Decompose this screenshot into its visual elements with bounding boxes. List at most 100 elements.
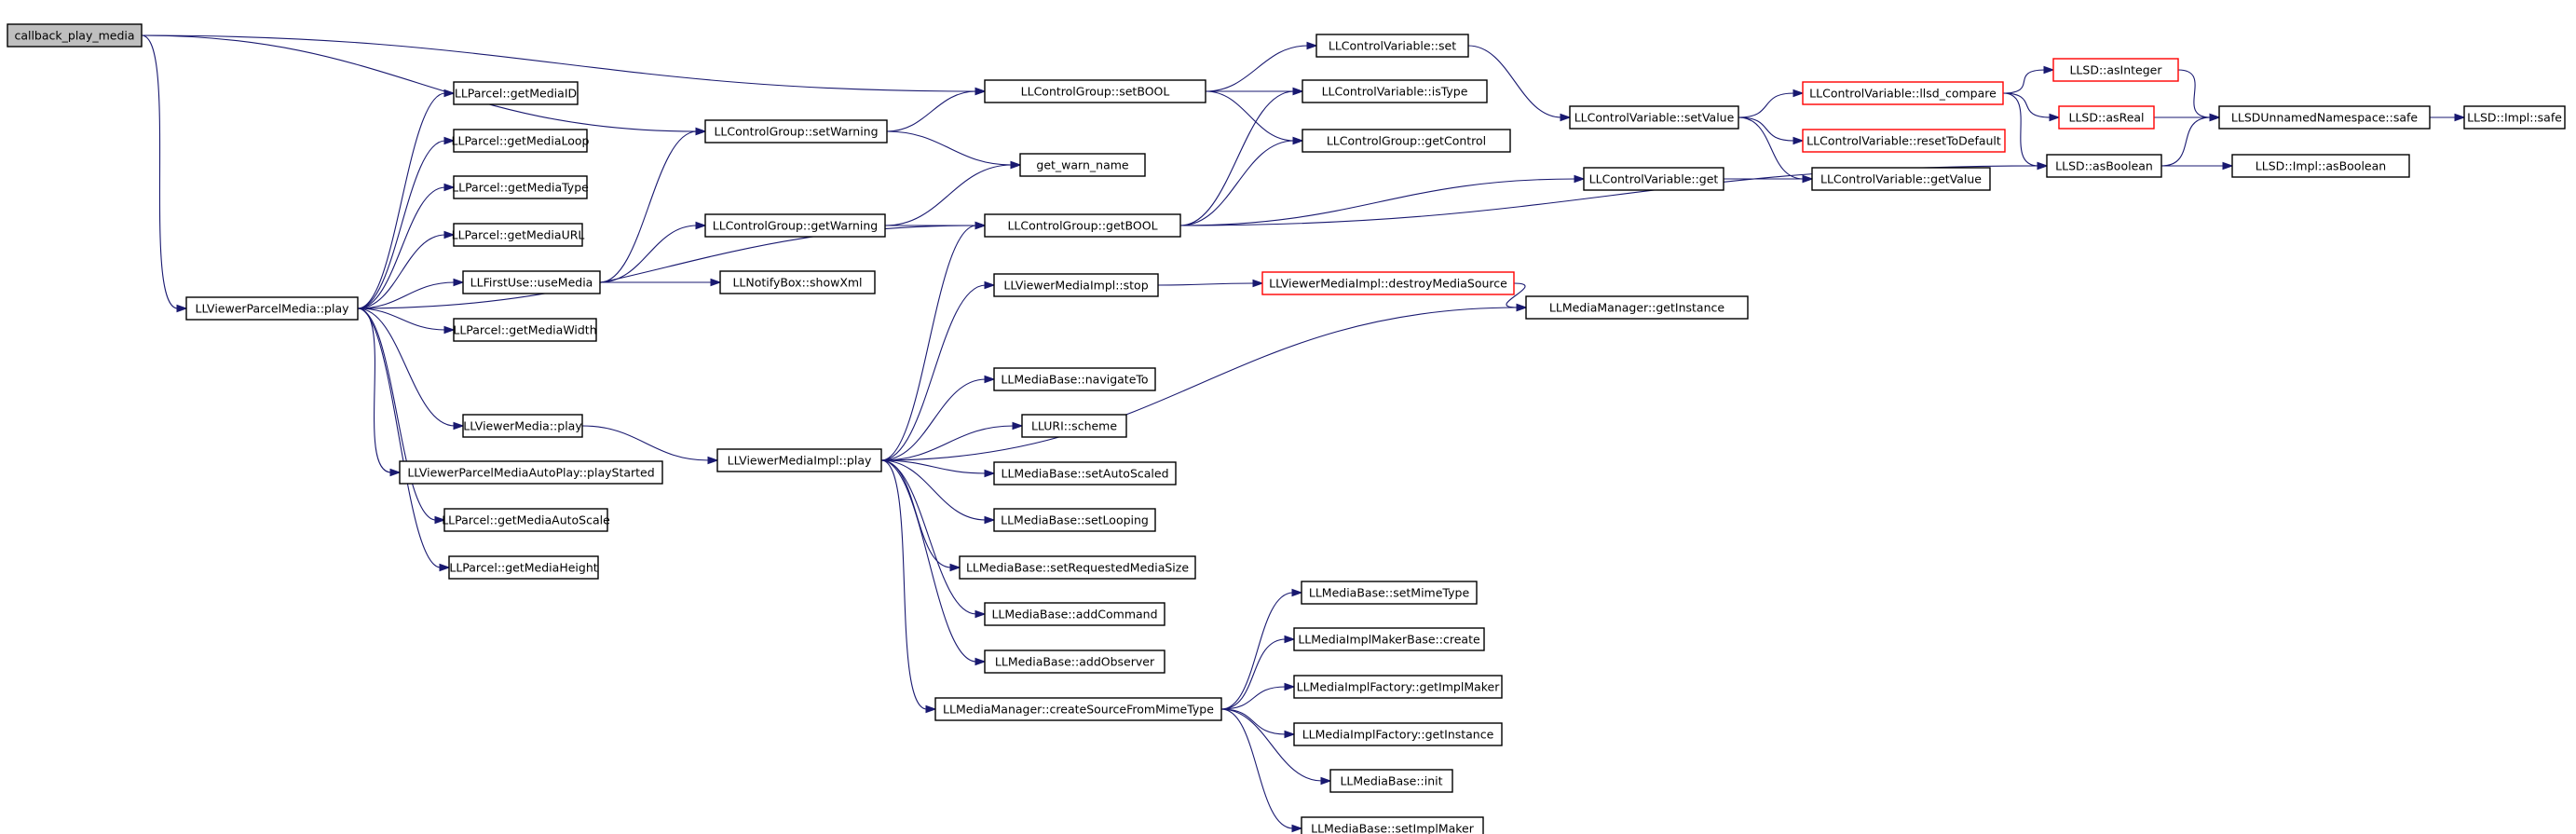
node-llviewermediaimpl-play[interactable]: LLViewerMediaImpl::play — [716, 448, 882, 472]
node-llcontrolvariable-setvalue[interactable]: LLControlVariable::setValue — [1569, 105, 1739, 130]
node-box[interactable] — [2218, 105, 2431, 130]
node-box[interactable] — [993, 461, 1177, 485]
node-box[interactable] — [984, 213, 1181, 238]
node-llmediaimplfactory-getinstance[interactable]: LLMediaImplFactory::getInstance — [1293, 722, 1503, 746]
node-box[interactable] — [453, 81, 579, 105]
node-box[interactable] — [2058, 105, 2155, 130]
node-llsd-impl-safe[interactable]: LLSD::Impl::safe — [2463, 105, 2566, 130]
node-box[interactable] — [185, 296, 359, 321]
node-box[interactable] — [704, 213, 886, 238]
node-llparcel-getmediaheight[interactable]: LLParcel::getMediaHeight — [448, 555, 599, 580]
node-box[interactable] — [2052, 58, 2179, 82]
node-box[interactable] — [1329, 769, 1453, 793]
node-box[interactable] — [993, 508, 1156, 532]
node-lluri-scheme[interactable]: LLURI::scheme — [1021, 414, 1127, 438]
node-box[interactable] — [1293, 675, 1503, 699]
node-llcontrolgroup-setwarning[interactable]: LLControlGroup::setWarning — [704, 119, 888, 144]
node-llcontrolvariable-istype[interactable]: LLControlVariable::isType — [1302, 79, 1488, 103]
node-box[interactable] — [984, 602, 1165, 626]
node-box[interactable] — [1583, 167, 1724, 191]
node-box[interactable] — [1802, 129, 2006, 153]
node-llviewermedia-play[interactable]: LLViewerMedia::play — [462, 414, 583, 438]
node-llmediaimplfactory-getimplmaker[interactable]: LLMediaImplFactory::getImplMaker — [1293, 675, 1503, 699]
node-llsdunnamednamespace-safe[interactable]: LLSDUnnamedNamespace::safe — [2218, 105, 2431, 130]
node-llcontrolvariable-resettodefault[interactable]: LLControlVariable::resetToDefault — [1802, 129, 2006, 153]
node-llparcel-getmediatype[interactable]: LLParcel::getMediaType — [452, 175, 589, 199]
node-box[interactable] — [1261, 271, 1515, 295]
node-llviewerparcelmediaautoplay-playstarted[interactable]: LLViewerParcelMediaAutoPlay::playStarted — [399, 460, 663, 485]
node-box[interactable] — [1569, 105, 1739, 130]
node-box[interactable] — [716, 448, 882, 472]
node-box[interactable] — [704, 119, 888, 144]
node-box[interactable] — [453, 129, 588, 153]
node-llmediaimplmakerbase-create[interactable]: LLMediaImplMakerBase::create — [1293, 627, 1485, 651]
node-box[interactable] — [984, 649, 1165, 674]
node-box[interactable] — [443, 508, 608, 532]
node-box[interactable] — [399, 460, 663, 485]
node-llsd-asinteger[interactable]: LLSD::asInteger — [2052, 58, 2179, 82]
node-box[interactable] — [453, 318, 597, 342]
node-box[interactable] — [993, 273, 1159, 297]
node-llcontrolgroup-getcontrol[interactable]: LLControlGroup::getControl — [1302, 129, 1511, 153]
node-llcontrolgroup-getwarning[interactable]: LLControlGroup::getWarning — [704, 213, 886, 238]
node-box[interactable] — [448, 555, 599, 580]
node-llmediamanager-getinstance[interactable]: LLMediaManager::getInstance — [1525, 295, 1749, 320]
node-llparcel-getmedialoop[interactable]: LLParcel::getMediaLoop — [452, 129, 590, 153]
node-box[interactable] — [959, 555, 1196, 580]
node-llmediabase-setimplmaker[interactable]: LLMediaBase::setImplMaker — [1301, 816, 1484, 834]
node-llcontrolvariable-set[interactable]: LLControlVariable::set — [1315, 34, 1469, 58]
node-llviewermediaimpl-stop[interactable]: LLViewerMediaImpl::stop — [993, 273, 1159, 297]
node-llmediabase-setlooping[interactable]: LLMediaBase::setLooping — [993, 508, 1156, 532]
node-llviewermediaimpl-destroymediasource[interactable]: LLViewerMediaImpl::destroyMediaSource — [1261, 271, 1515, 295]
node-box[interactable] — [1301, 581, 1478, 605]
node-box[interactable] — [934, 697, 1222, 721]
node-llsd-impl-asboolean[interactable]: LLSD::Impl::asBoolean — [2231, 154, 2410, 178]
node-box[interactable] — [7, 23, 143, 48]
node-box[interactable] — [1293, 627, 1485, 651]
node-box[interactable] — [2463, 105, 2566, 130]
node-box[interactable] — [462, 414, 583, 438]
node-get-warn-name[interactable]: get_warn_name — [1019, 153, 1146, 177]
node-box[interactable] — [1315, 34, 1469, 58]
node-box[interactable] — [453, 223, 583, 247]
node-llparcel-getmediaid[interactable]: LLParcel::getMediaID — [453, 81, 579, 105]
node-llcontrolvariable-get[interactable]: LLControlVariable::get — [1583, 167, 1724, 191]
node-llparcel-getmediawidth[interactable]: LLParcel::getMediaWidth — [453, 318, 597, 342]
node-llmediabase-setmimetype[interactable]: LLMediaBase::setMimeType — [1301, 581, 1478, 605]
node-callback-play-media[interactable]: callback_play_media — [7, 23, 143, 48]
node-llmediabase-addobserver[interactable]: LLMediaBase::addObserver — [984, 649, 1165, 674]
node-box[interactable] — [1525, 295, 1749, 320]
node-box[interactable] — [1802, 81, 2004, 105]
node-llmediabase-init[interactable]: LLMediaBase::init — [1329, 769, 1453, 793]
node-llviewerparcelmedia-play[interactable]: LLViewerParcelMedia::play — [185, 296, 359, 321]
node-llcontrolvariable-llsd-compare[interactable]: LLControlVariable::llsd_compare — [1802, 81, 2004, 105]
node-llmediabase-navigateto[interactable]: LLMediaBase::navigateTo — [993, 367, 1156, 391]
node-llparcel-getmediaautoscale[interactable]: LLParcel::getMediaAutoScale — [442, 508, 610, 532]
node-llcontrolvariable-getvalue[interactable]: LLControlVariable::getValue — [1811, 167, 1991, 191]
node-llsd-asreal[interactable]: LLSD::asReal — [2058, 105, 2155, 130]
node-box[interactable] — [719, 270, 876, 294]
node-box[interactable] — [984, 79, 1206, 103]
node-llnotifybox-showxml[interactable]: LLNotifyBox::showXml — [719, 270, 876, 294]
node-box[interactable] — [453, 175, 588, 199]
node-box[interactable] — [2046, 154, 2162, 178]
node-box[interactable] — [2231, 154, 2410, 178]
node-llmediabase-setrequestedmediasize[interactable]: LLMediaBase::setRequestedMediaSize — [959, 555, 1196, 580]
node-llfirstuse-usemedia[interactable]: LLFirstUse::useMedia — [462, 270, 601, 294]
node-llparcel-getmediaurl[interactable]: LLParcel::getMediaURL — [452, 223, 585, 247]
node-box[interactable] — [1293, 722, 1503, 746]
node-box[interactable] — [1302, 79, 1488, 103]
node-llsd-asboolean[interactable]: LLSD::asBoolean — [2046, 154, 2162, 178]
node-llcontrolgroup-getbool[interactable]: LLControlGroup::getBOOL — [984, 213, 1181, 238]
node-box[interactable] — [1302, 129, 1511, 153]
node-llcontrolgroup-setbool[interactable]: LLControlGroup::setBOOL — [984, 79, 1206, 103]
node-box[interactable] — [993, 367, 1156, 391]
node-box[interactable] — [462, 270, 601, 294]
node-box[interactable] — [1019, 153, 1146, 177]
node-box[interactable] — [1301, 816, 1484, 834]
node-llmediabase-setautoscaled[interactable]: LLMediaBase::setAutoScaled — [993, 461, 1177, 485]
node-box[interactable] — [1811, 167, 1991, 191]
node-box[interactable] — [1021, 414, 1127, 438]
node-llmediamanager-createsourcefrommimetype[interactable]: LLMediaManager::createSourceFromMimeType — [934, 697, 1222, 721]
node-llmediabase-addcommand[interactable]: LLMediaBase::addCommand — [984, 602, 1165, 626]
